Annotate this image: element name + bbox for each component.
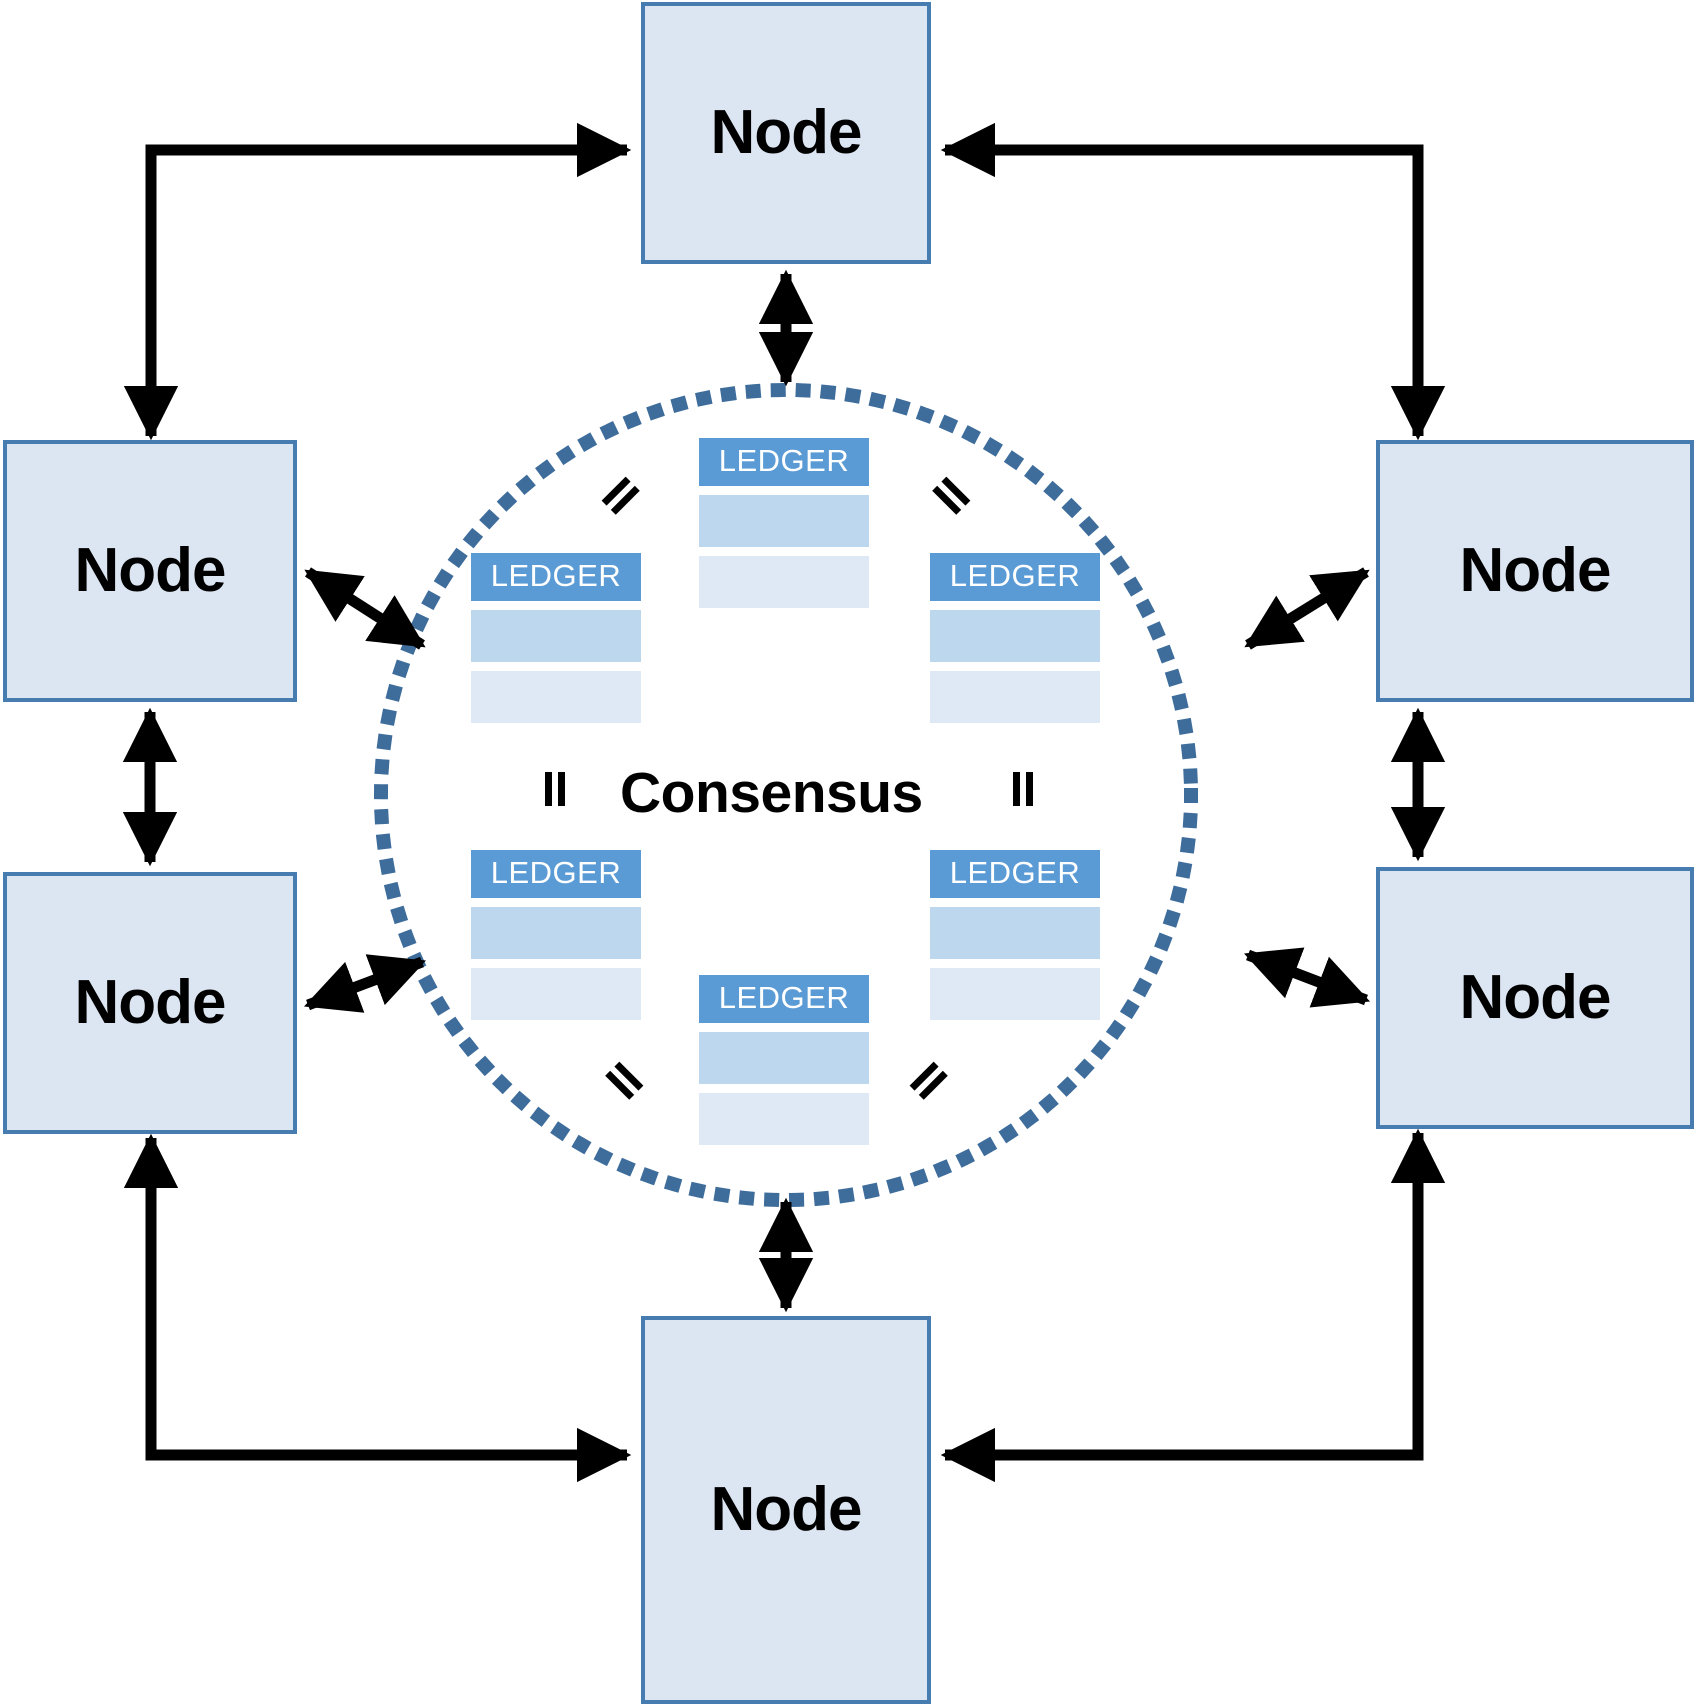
node-label: Node	[710, 98, 863, 167]
equals-top-left-icon	[596, 471, 644, 519]
node-label: Node	[74, 968, 227, 1037]
ledger-row	[699, 556, 869, 608]
ledger-row	[699, 1032, 869, 1084]
arrow-bottomleft-path	[123, 1133, 632, 1483]
node-label: Node	[74, 536, 227, 605]
equals-top-right-icon	[928, 471, 976, 519]
ledger-row	[930, 968, 1100, 1020]
ledger-upper-right[interactable]: LEDGER	[930, 553, 1100, 723]
node-top[interactable]: Node	[641, 2, 931, 264]
arrow-left-lower-node-to-circle	[303, 954, 427, 1013]
node-right-lower[interactable]: Node	[1376, 867, 1694, 1129]
ledger-lower-left[interactable]: LEDGER	[471, 850, 641, 1020]
node-label: Node	[1459, 536, 1612, 605]
node-bottom[interactable]: Node	[641, 1316, 931, 1704]
ledger-header: LEDGER	[699, 438, 869, 486]
ledger-row	[930, 671, 1100, 723]
arrow-topleft-path	[123, 122, 632, 441]
node-label: Node	[1459, 963, 1612, 1032]
node-left-lower[interactable]: Node	[3, 872, 297, 1134]
ledger-header: LEDGER	[471, 553, 641, 601]
ledger-top[interactable]: LEDGER	[699, 438, 869, 608]
arrow-left-upper-node-to-circle	[304, 567, 426, 650]
arrow-right-lower-node-to-circle	[1243, 947, 1371, 1008]
ledger-row	[471, 671, 641, 723]
ledger-bottom[interactable]: LEDGER	[699, 975, 869, 1145]
ledger-row	[930, 610, 1100, 662]
node-left-upper[interactable]: Node	[3, 440, 297, 702]
ledger-row	[471, 968, 641, 1020]
arrow-topright-path	[940, 122, 1446, 441]
ledger-header: LEDGER	[930, 850, 1100, 898]
ledger-header: LEDGER	[930, 553, 1100, 601]
ledger-header: LEDGER	[699, 975, 869, 1023]
node-label: Node	[710, 1475, 863, 1544]
ledger-upper-left[interactable]: LEDGER	[471, 553, 641, 723]
equals-mid-right-icon	[1007, 772, 1041, 806]
equals-bottom-right-icon	[904, 1056, 952, 1104]
equals-mid-left-icon	[539, 772, 573, 806]
node-right-upper[interactable]: Node	[1376, 440, 1694, 702]
ledger-row	[699, 1093, 869, 1145]
ledger-row	[699, 495, 869, 547]
arrow-bottomright-path	[940, 1128, 1446, 1483]
consensus-label: Consensus	[620, 761, 923, 825]
ledger-row	[471, 907, 641, 959]
arrow-right-upper-node-to-circle	[1244, 567, 1370, 650]
ledger-lower-right[interactable]: LEDGER	[930, 850, 1100, 1020]
ledger-row	[930, 907, 1100, 959]
equals-bottom-left-icon	[601, 1056, 649, 1104]
ledger-header: LEDGER	[471, 850, 641, 898]
ledger-row	[471, 610, 641, 662]
